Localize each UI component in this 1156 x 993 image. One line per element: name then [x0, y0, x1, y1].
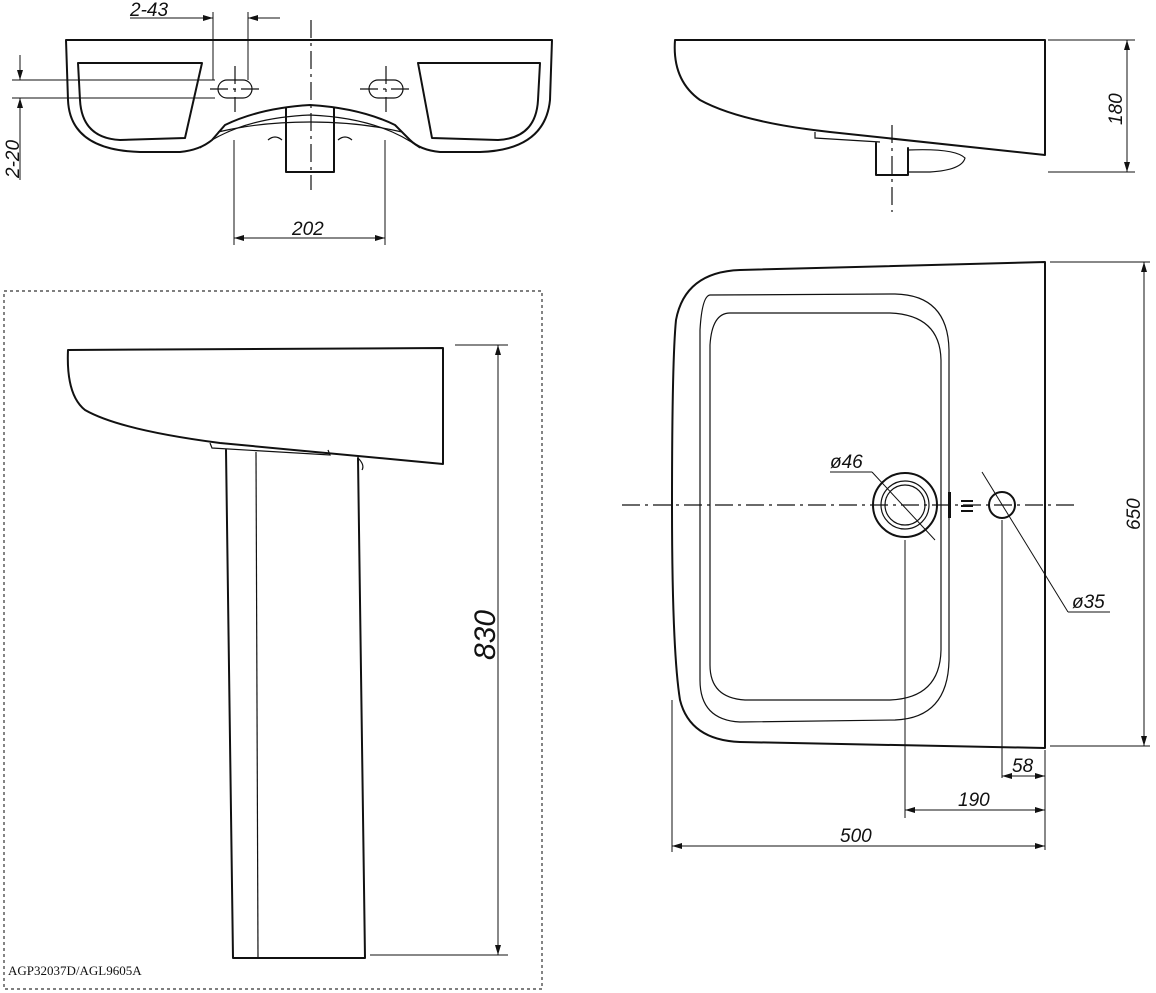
dim-tap-offset: 58	[1002, 750, 1046, 850]
dim-faucet-hole-spacing: 2-43	[129, 0, 280, 80]
overflow-label: 2-20	[3, 140, 24, 179]
dim-drain-offset: 190	[905, 790, 1045, 813]
bracket-width-label: 202	[291, 219, 324, 240]
basin-rear-view	[65, 39, 553, 173]
rear-view-centerlines	[210, 20, 412, 190]
dim-drain-diameter: ø46	[830, 452, 936, 541]
side-height-label: 180	[1106, 93, 1127, 125]
dim-plan-width: 500	[671, 700, 1045, 852]
dim-bracket-width: 202	[233, 140, 386, 245]
dim-overflow: 2-20	[3, 55, 215, 180]
dim-side-height: 180	[1048, 39, 1135, 173]
pedestal-view-frame	[3, 290, 543, 990]
tap-offset-label: 58	[1012, 756, 1034, 777]
basin-side-view	[673, 39, 1046, 212]
plan-depth-label: 650	[1124, 498, 1145, 530]
plan-width-label: 500	[840, 826, 872, 847]
faucet-hole-spacing-label: 2-43	[129, 0, 168, 21]
pedestal-elevation	[66, 347, 444, 959]
pedestal-height-label: 830	[469, 610, 502, 660]
model-code: AGP32037D/AGL9605A	[8, 963, 142, 978]
dim-tap-hole-diameter: ø35	[981, 471, 1110, 613]
dim-pedestal-height: 830	[370, 344, 508, 956]
drain-offset-label: 190	[958, 790, 990, 811]
dim-plan-depth: 650	[1050, 261, 1150, 747]
tap-hole-diameter-label: ø35	[1072, 592, 1105, 613]
plan-view-centerlines	[622, 504, 1075, 818]
drain-diameter-label: ø46	[830, 452, 863, 473]
